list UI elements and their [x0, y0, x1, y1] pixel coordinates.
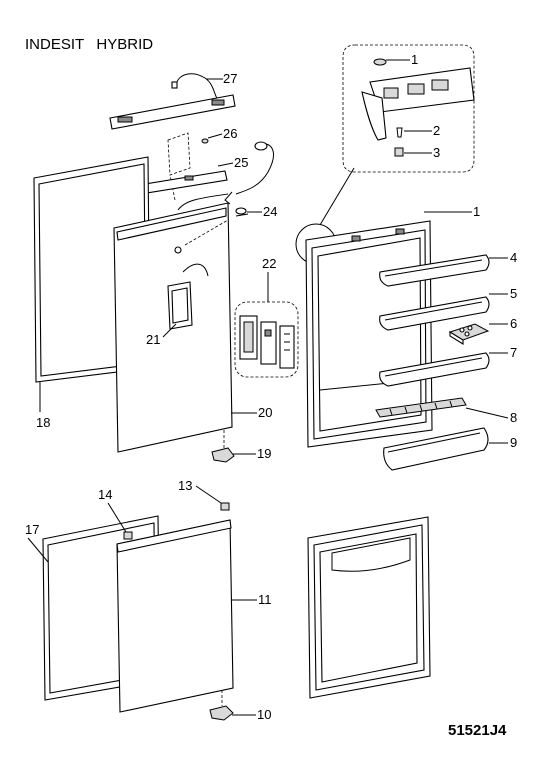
callout-20: 20: [258, 405, 272, 420]
part-14-plug: [123, 531, 133, 540]
callout-11: 11: [258, 592, 272, 607]
callout-13: 13: [178, 478, 192, 493]
drawing-code: 51521J4: [448, 722, 507, 739]
part-7-door-shelf: [379, 352, 490, 387]
lower-door-liner: [307, 516, 431, 699]
part-6-egg-tray: [448, 323, 490, 345]
callout-7: 7: [510, 345, 517, 360]
callout-21: 21: [146, 332, 160, 347]
callout-17: 17: [25, 522, 39, 537]
callout-18: 18: [36, 415, 50, 430]
cable-connector: [235, 141, 274, 195]
callout-25: 25: [234, 155, 248, 170]
part-24-clip: [235, 207, 249, 217]
top-hinge-bar: [109, 94, 236, 130]
callout-10: 10: [257, 707, 271, 722]
callout-2: 2: [433, 123, 440, 138]
part-4-door-shelf: [379, 254, 490, 287]
part-10-hinge: [209, 705, 234, 721]
callout-6: 6: [510, 316, 517, 331]
callout-3: 3: [433, 145, 440, 160]
part-11-lower-door: [116, 519, 234, 713]
part-22-control-board: [234, 301, 299, 378]
callout-8: 8: [510, 410, 517, 425]
upper-door-liner: [305, 220, 433, 448]
part-27-cable: [171, 73, 219, 101]
callout-5: 5: [510, 286, 517, 301]
callout-14: 14: [98, 487, 112, 502]
part-8-bottle-retainer: [375, 397, 467, 418]
part-19-hinge: [211, 447, 235, 463]
callout-22: 22: [262, 256, 276, 271]
callout-19: 19: [257, 446, 271, 461]
callout-26: 26: [223, 126, 237, 141]
callout-1: 1: [473, 204, 480, 219]
callout-24: 24: [263, 204, 277, 219]
part-13-hinge-pin: [220, 502, 230, 511]
callout-1-detail: 1: [411, 52, 418, 67]
callout-27: 27: [223, 71, 237, 86]
callout-4: 4: [510, 250, 517, 265]
part-26-screw: [201, 138, 209, 144]
detail-view-hinge: [342, 44, 475, 173]
part-9-bottle-shelf: [383, 427, 489, 471]
part-5-door-shelf: [379, 296, 490, 331]
diagram-title: INDESIT HYBRID: [25, 36, 153, 53]
callout-9: 9: [510, 435, 517, 450]
